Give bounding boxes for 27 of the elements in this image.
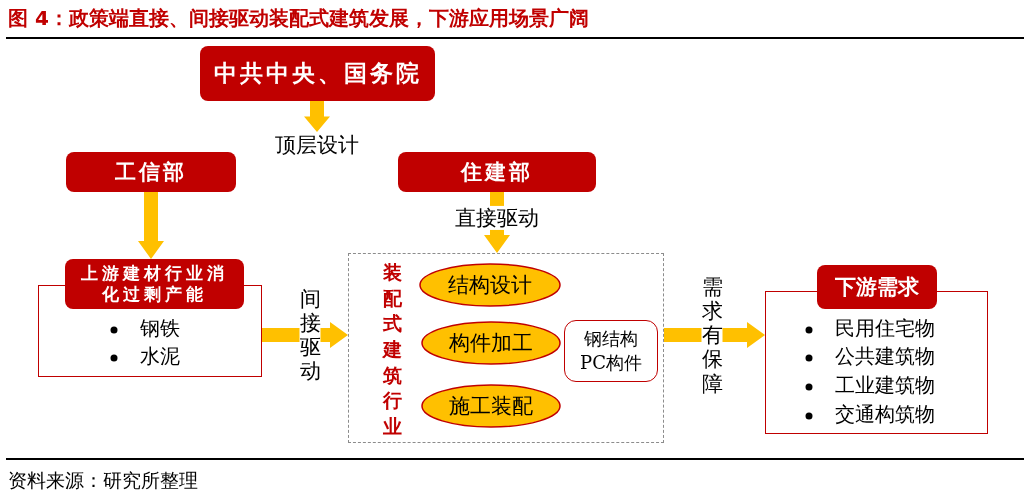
block-arrow xyxy=(138,192,164,259)
list-panel xyxy=(765,265,988,434)
process-ellipse: 构件加工 xyxy=(421,321,561,365)
dashed-group-box xyxy=(348,253,664,443)
list-panel xyxy=(38,259,262,377)
block-arrow xyxy=(304,101,330,132)
bullet-item: 水泥 xyxy=(140,344,180,368)
bullet-item: 钢铁 xyxy=(140,316,180,340)
title-box: 住建部 xyxy=(398,152,596,192)
edge-label: 需求有保障 xyxy=(701,274,723,396)
process-ellipse: 施工装配 xyxy=(421,384,561,428)
bullet-item: 工业建筑物 xyxy=(835,373,935,397)
bullet-item: 交通构筑物 xyxy=(835,402,935,426)
panel-heading: 下游需求 xyxy=(817,265,937,309)
title-box: 工信部 xyxy=(66,152,236,192)
figure-title: 图 4：政策端直接、间接驱动装配式建筑发展，下游应用场景广阔 xyxy=(8,5,589,32)
title-box: 中共中央、国务院 xyxy=(200,46,435,101)
source-note: 资料来源：研究所整理 xyxy=(8,468,198,493)
edge-label: 间接驱动 xyxy=(299,286,321,384)
panel-heading: 上游建材行业消化过剩产能 xyxy=(65,259,244,309)
bullet-item: 公共建筑物 xyxy=(835,344,935,368)
group-title: 装配式建筑行业 xyxy=(383,260,402,439)
process-ellipse: 结构设计 xyxy=(419,263,561,307)
product-box: 钢结构 PC构件 xyxy=(564,320,658,382)
bullet-item: 民用住宅物 xyxy=(835,316,935,340)
edge-label: 直接驱动 xyxy=(455,205,539,231)
edge-label: 顶层设计 xyxy=(275,132,359,158)
